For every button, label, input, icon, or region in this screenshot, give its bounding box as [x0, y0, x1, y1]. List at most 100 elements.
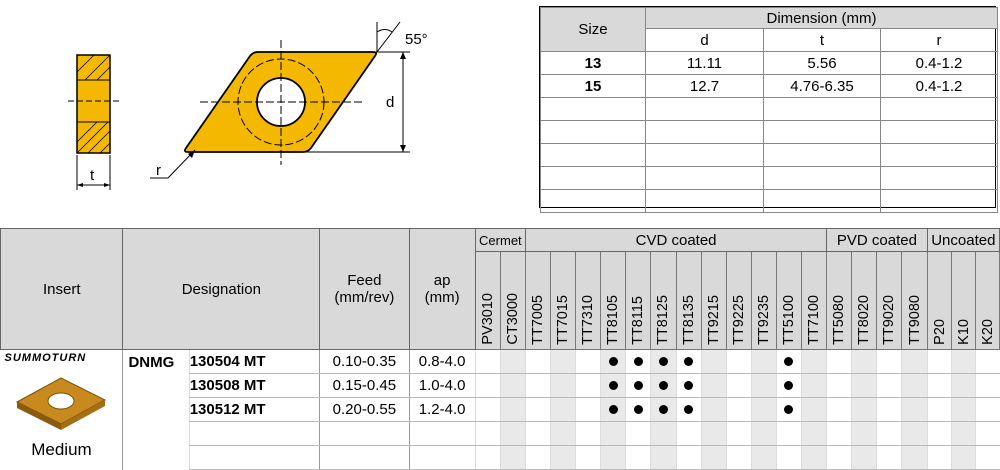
grade-cell-pv3010 [474, 373, 501, 398]
ap-header-line2: (mm) [424, 289, 460, 306]
grade-label: TT5100 [780, 295, 797, 345]
grade-cell-tt8125 [650, 373, 677, 398]
grade-header-tt8115: TT8115 [625, 251, 652, 350]
grade-header-tt9215: TT9215 [700, 251, 727, 350]
dim-cell-size [540, 143, 646, 167]
grade-cell-tt7310 [575, 421, 601, 446]
grade-cell-tt7100 [800, 349, 827, 374]
grade-cell-tt7005 [524, 373, 551, 398]
feed-header: Feed (mm/rev) [319, 228, 410, 350]
ap-header-line1: ap [433, 272, 451, 289]
recommended-dot [633, 405, 643, 414]
grade-cell-tt8135 [675, 373, 702, 398]
grade-label: TT8125 [655, 295, 672, 345]
grade-cell-tt9020 [876, 349, 902, 374]
dim-row [540, 97, 999, 121]
designation-header: Designation [122, 228, 321, 350]
grade-header-tt5080: TT5080 [826, 251, 853, 350]
grade-cell-tt9235 [750, 397, 777, 422]
grade-header-tt8125: TT8125 [650, 251, 677, 350]
brand-logo: SUMMOTURN [4, 352, 87, 364]
grade-cell-tt7015 [550, 397, 576, 422]
grade-cell-tt8125 [650, 349, 677, 374]
grade-cell-tt9225 [725, 421, 752, 446]
grade-cell-tt9215 [700, 421, 727, 446]
grade-cell-tt8135 [675, 397, 702, 422]
grade-cell-tt9020 [876, 373, 902, 398]
dim-cell-r [879, 189, 999, 213]
grade-cell-tt7310 [575, 397, 601, 422]
recommended-dot [658, 357, 668, 366]
grade-cell-tt9225 [725, 349, 752, 374]
grade-cell-pv3010 [474, 397, 501, 422]
grade-label: PV3010 [479, 293, 496, 345]
grade-cell-pv3010 [474, 421, 501, 446]
grade-cell-tt7100 [800, 421, 827, 446]
group-header-1: CVD coated [524, 227, 828, 253]
grade-label: TT8105 [605, 295, 622, 345]
grade-label: P20 [931, 319, 948, 345]
dim-cell-d: 11.11 [645, 51, 764, 75]
designation-code: 130512 MT [188, 397, 320, 422]
col-r-header: r [879, 28, 999, 52]
dim-row [540, 189, 999, 213]
grade-cell-tt8020 [851, 349, 877, 374]
feed-header-line1: Feed [347, 272, 382, 289]
dim-cell-t: 5.56 [763, 51, 881, 75]
grade-header-p20: P20 [926, 251, 952, 350]
recommended-dot [784, 405, 794, 414]
recommended-dot [784, 357, 794, 366]
grade-cell-tt9235 [750, 421, 777, 446]
grade-cell-ct3000 [499, 373, 526, 398]
group-header-0: Cermet [474, 227, 526, 253]
ap-value [408, 421, 476, 446]
grade-label: K20 [979, 319, 996, 345]
dim-cell-t [763, 120, 881, 144]
dim-cell-d: 12.7 [645, 74, 764, 98]
d-label: d [386, 94, 394, 111]
grade-cell-tt9215 [700, 397, 727, 422]
grade-cell-tt5100 [775, 397, 802, 422]
grade-cell-tt7005 [524, 349, 551, 374]
recommended-dot [658, 405, 668, 414]
grade-cell-tt9020 [876, 397, 902, 422]
grade-label: TT7310 [580, 295, 597, 345]
dim-cell-r: 0.4-1.2 [879, 74, 999, 98]
grade-label: TT9080 [906, 295, 923, 345]
grade-cell-tt5080 [826, 373, 852, 398]
grade-cell-tt8135 [675, 421, 702, 446]
recommended-dot [608, 381, 618, 390]
grade-cell-tt7015 [550, 421, 576, 446]
grade-cell-tt8105 [600, 373, 626, 398]
grade-label: TT9020 [881, 295, 898, 345]
grade-cell-tt5080 [826, 421, 852, 446]
group-header-3: Uncoated [926, 227, 1000, 253]
recommended-dot [658, 381, 668, 390]
feed-value [319, 421, 410, 446]
grade-cell-tt8020 [851, 421, 877, 446]
grade-label: TT9225 [730, 295, 747, 345]
ap-value: 1.2-4.0 [408, 397, 476, 422]
grade-label: TT9235 [755, 295, 772, 345]
grade-cell-tt9020 [876, 421, 902, 446]
dim-cell-r [879, 120, 999, 144]
group-header-2: PVD coated [826, 227, 928, 253]
recommended-dot [784, 381, 794, 390]
dim-row [540, 166, 999, 190]
grade-cell-tt7100 [800, 373, 827, 398]
dim-cell-d [645, 97, 764, 121]
r-label: r [156, 162, 161, 179]
recommended-dot [633, 381, 643, 390]
dim-cell-t [763, 166, 881, 190]
grade-header-tt7310: TT7310 [575, 251, 602, 350]
grade-cell-tt7015 [550, 373, 576, 398]
grade-cell-tt9235 [750, 349, 777, 374]
grade-cell-tt7005 [524, 421, 551, 446]
grade-cell-tt8115 [625, 373, 651, 398]
grade-cell-tt8125 [650, 421, 677, 446]
grade-cell-tt8020 [851, 373, 877, 398]
feed-value: 0.10-0.35 [319, 349, 410, 374]
dim-cell-d [645, 143, 764, 167]
grade-cell-tt9080 [901, 397, 928, 422]
